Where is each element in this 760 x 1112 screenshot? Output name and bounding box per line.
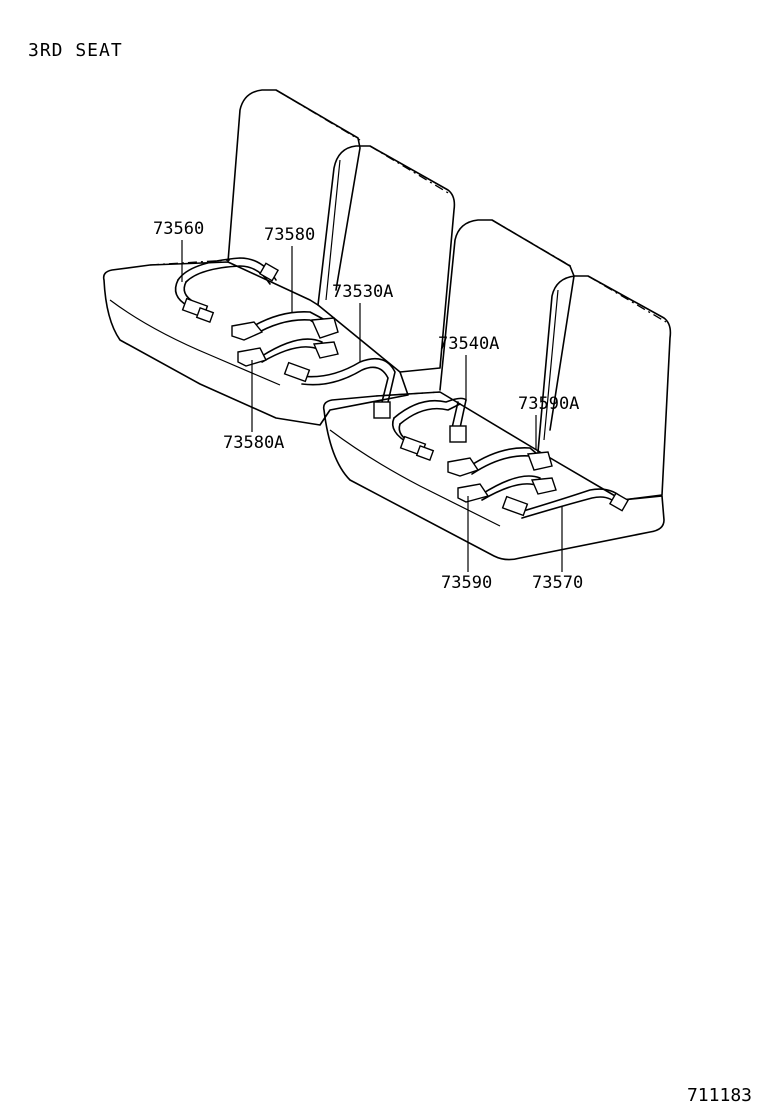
right-seat-belts (391, 397, 630, 519)
svg-text:73560: 73560 (153, 219, 204, 239)
svg-text:73570: 73570 (532, 573, 583, 593)
svg-text:73590: 73590 (441, 573, 492, 593)
left-seat-cushion (102, 261, 409, 426)
callout-73580A: 73580A (223, 360, 284, 453)
callout-73560: 73560 (153, 219, 204, 282)
svg-text:73540A: 73540A (438, 334, 499, 354)
callout-73590A: 73590A (518, 394, 579, 450)
callout-73540A: 73540A (438, 334, 499, 400)
left-seat-belts (174, 257, 396, 419)
callouts: 73560 73580 73530A 73540A 73590A 73580A … (153, 219, 583, 593)
svg-text:73580: 73580 (264, 225, 315, 245)
drawing-number: 711183 (686, 1085, 752, 1106)
callout-73580: 73580 (264, 225, 315, 312)
left-front-backrest (317, 145, 456, 373)
left-rear-backrest (227, 89, 361, 291)
svg-text:73580A: 73580A (223, 433, 284, 453)
right-front-backrest (537, 275, 672, 501)
callout-73570: 73570 (532, 506, 583, 593)
svg-text:73590A: 73590A (518, 394, 579, 414)
svg-text:73530A: 73530A (332, 282, 393, 302)
callout-73530A: 73530A (332, 282, 393, 362)
callout-73590: 73590 (441, 496, 492, 593)
right-seat (322, 219, 672, 561)
diagram-title: 3RD SEAT (28, 40, 123, 61)
left-seat (102, 89, 456, 426)
right-seat-cushion (322, 391, 665, 561)
